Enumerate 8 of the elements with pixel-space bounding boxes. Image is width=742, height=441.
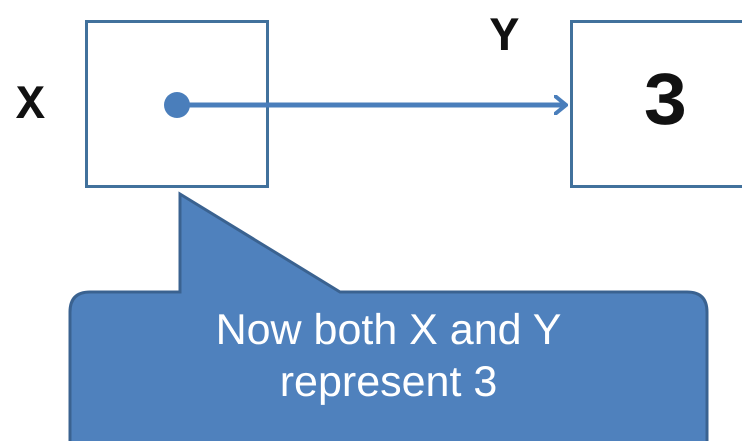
variable-box [570, 20, 742, 188]
variable-name: X [16, 82, 45, 130]
variable-name: Y [490, 14, 519, 62]
callout-bubble [70, 194, 707, 441]
callout-text: Now both X and Y represent 3 [214, 305, 562, 408]
pointer-arrow [164, 92, 568, 118]
value-text: 3 [642, 61, 688, 147]
variable-box [85, 20, 269, 188]
